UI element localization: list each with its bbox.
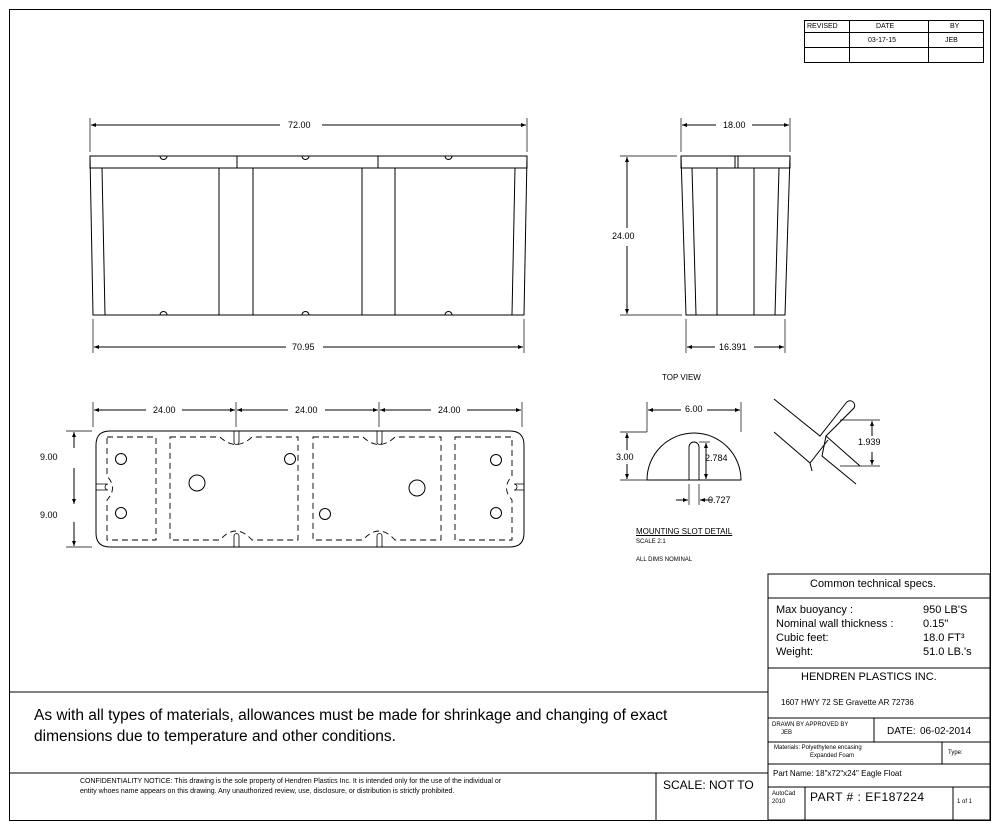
spec-label: Weight: bbox=[776, 646, 814, 658]
slot-detail-title: MOUNTING SLOT DETAIL bbox=[636, 527, 733, 536]
spec-value: 950 LB'S bbox=[923, 604, 968, 616]
spec-label: Nominal wall thickness : bbox=[776, 618, 894, 630]
side-top-width-dim: 18.00 bbox=[723, 120, 746, 130]
materials-label: Materials: Polyethylene encasing bbox=[774, 745, 862, 751]
segment-dim-2: 24.00 bbox=[295, 405, 318, 415]
spec-value: 0.15" bbox=[923, 618, 949, 630]
top-view-geometry bbox=[66, 402, 525, 548]
materials-line2: Expanded Foam bbox=[810, 753, 855, 759]
spec-value: 18.0 FT³ bbox=[923, 632, 965, 644]
side-view-geometry bbox=[620, 118, 791, 353]
spec-label: Cubic feet: bbox=[776, 632, 829, 644]
left-dim-lower: 9.00 bbox=[40, 510, 58, 520]
rev-header-date: DATE bbox=[876, 23, 895, 30]
side-bottom-width-dim: 16.391 bbox=[719, 342, 747, 352]
top-view-label: TOP VIEW bbox=[662, 373, 701, 382]
specs-title: Common technical specs. bbox=[810, 578, 936, 590]
confidentiality-line-2: entity whoes name appears on this drawin… bbox=[80, 788, 455, 795]
slot-detail-scale: SCALE 2:1 bbox=[636, 539, 666, 545]
company-address: 1607 HWY 72 SE Gravette AR 72736 bbox=[781, 698, 914, 707]
rev-header-revised: REVISED bbox=[807, 23, 838, 30]
front-top-width-dim: 72.00 bbox=[288, 120, 311, 130]
company-name: HENDREN PLASTICS INC. bbox=[801, 671, 937, 683]
segment-dim-1: 24.00 bbox=[153, 405, 176, 415]
spec-value: 51.0 LB.'s bbox=[923, 646, 972, 658]
slot-detail-geometry bbox=[620, 402, 742, 505]
note-line-2: dimensions due to temperature and other … bbox=[34, 728, 396, 745]
segment-dim-3: 24.00 bbox=[438, 405, 461, 415]
slot-height-dim: 3.00 bbox=[616, 452, 634, 462]
side-height-dim: 24.00 bbox=[612, 231, 635, 241]
part-name: Part Name: 18"x72"x24" Eagle Float bbox=[773, 769, 902, 778]
software: AutoCad bbox=[772, 791, 796, 797]
date-label: DATE: bbox=[887, 726, 916, 737]
slot-width-dim: 6.00 bbox=[685, 404, 703, 414]
software-year: 2010 bbox=[772, 799, 786, 805]
slot-detail-note: ALL DIMS NOMINAL bbox=[636, 557, 693, 563]
drawn-by-label: DRAWN BY APPROVED BY bbox=[772, 722, 849, 728]
slot-width-small-dim: 0.727 bbox=[708, 495, 731, 505]
type-label: Type: bbox=[948, 750, 963, 756]
part-number: PART # : EF187224 bbox=[810, 790, 925, 804]
rev-date: 03-17-15 bbox=[868, 37, 897, 44]
confidentiality-line-1: CONFIDENTIALITY NOTICE: This drawing is … bbox=[80, 778, 502, 785]
spec-label: Max buoyancy : bbox=[776, 604, 854, 616]
title-block-lines bbox=[9, 573, 991, 821]
left-dim-upper: 9.00 bbox=[40, 452, 58, 462]
drawing-border bbox=[9, 9, 991, 821]
rev-by: JEB bbox=[945, 37, 958, 44]
drawn-by-value: JEB bbox=[781, 730, 793, 736]
scale-label: SCALE: NOT TO bbox=[663, 778, 754, 792]
sheet-number: 1 of 1 bbox=[957, 799, 973, 805]
front-bottom-width-dim: 70.95 bbox=[292, 342, 315, 352]
rev-header-by: BY bbox=[950, 23, 960, 30]
note-line-1: As with all types of materials, allowanc… bbox=[34, 707, 668, 724]
iso-dim: 1.939 bbox=[858, 437, 881, 447]
front-view-geometry bbox=[89, 118, 528, 353]
slot-depth-dim: 2.784 bbox=[705, 453, 728, 463]
date-value: 06-02-2014 bbox=[920, 726, 972, 737]
slot-isometric-geometry bbox=[773, 398, 880, 485]
